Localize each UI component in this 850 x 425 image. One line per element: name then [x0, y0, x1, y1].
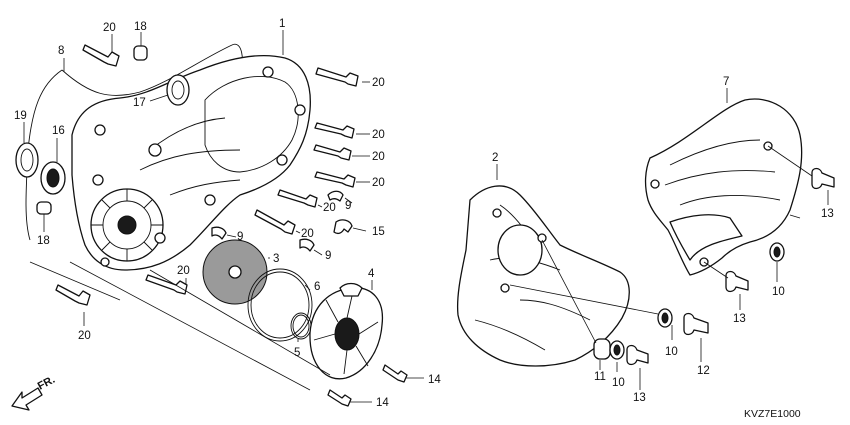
- o-ring-6: [247, 268, 313, 342]
- leader-lines-middle: [496, 164, 702, 390]
- grommet-10-lower-core: [613, 344, 621, 356]
- callout-4: 4: [368, 268, 375, 280]
- callout-9-c: 9: [325, 250, 331, 262]
- o-ring-6-inner: [250, 271, 310, 339]
- cover-bolt-bosses: [92, 66, 306, 267]
- callout-18-a: 18: [134, 21, 147, 33]
- upper-cover-7-bracket: [669, 214, 743, 261]
- rear-cover-2-hole-b: [537, 233, 547, 243]
- filter-cover-4-spokes: [313, 295, 379, 375]
- callout-5: 5: [294, 347, 300, 359]
- callout-11: 11: [594, 371, 606, 383]
- rear-cover-2: [456, 185, 630, 367]
- rear-cover-2-window: [497, 224, 543, 276]
- callout-14-a: 14: [428, 374, 441, 386]
- bearing-16-inner: [46, 168, 60, 188]
- callout-20-f: 20: [323, 202, 336, 214]
- leader-lines-right: [703, 88, 829, 310]
- callout-10-a: 10: [665, 346, 678, 358]
- callout-3: 3: [273, 253, 279, 265]
- clip-15: [333, 219, 353, 235]
- cover-inner-housing: [204, 75, 299, 173]
- callout-8: 8: [58, 45, 64, 57]
- front-direction-label: FR.: [36, 374, 57, 393]
- callout-18-b: 18: [37, 235, 50, 247]
- bolt-13-top: [811, 167, 835, 190]
- o-ring-5: [290, 312, 312, 340]
- callouts: 1 2 3 4 5 6 7 8 9 9 9 10 10 10 11 12 13 …: [14, 18, 834, 409]
- o-ring-5-inner: [292, 314, 310, 338]
- callout-20-e: 20: [372, 177, 385, 189]
- bolts-20: [55, 44, 359, 306]
- callout-20-g: 20: [301, 228, 314, 240]
- rear-cover-2-hole-a: [492, 208, 502, 218]
- callout-16: 16: [52, 125, 65, 137]
- callout-12: 12: [697, 365, 710, 377]
- callout-10-c: 10: [612, 377, 625, 389]
- cover-hub-inner: [117, 215, 137, 235]
- clips-9: [211, 190, 344, 252]
- oil-seal-19: [15, 142, 39, 178]
- dowel-pin-18-upper: [133, 45, 148, 61]
- upper-cover-7-ribs: [664, 139, 781, 206]
- callout-19: 19: [14, 110, 27, 122]
- bolt-13-right: [725, 270, 749, 293]
- bolts-14: [327, 364, 408, 407]
- grommet-10-upper-core: [661, 312, 669, 324]
- collar-11: [593, 338, 611, 360]
- callout-2: 2: [492, 152, 498, 164]
- callout-6: 6: [314, 281, 320, 293]
- callout-10-b: 10: [772, 286, 785, 298]
- callout-20-i: 20: [78, 330, 91, 342]
- callout-20-h: 20: [177, 265, 190, 277]
- filter-cover-4-tab: [339, 282, 363, 297]
- oil-seal-19-inner: [20, 148, 34, 172]
- oil-filter-screen-3-center: [228, 265, 242, 279]
- callout-1: 1: [279, 18, 285, 30]
- upper-cover-7-hole-c: [650, 179, 660, 189]
- diagram-code: KVZ7E1000: [744, 408, 801, 420]
- cover-hub-spokes: [91, 189, 163, 261]
- grommet-10-right-core: [773, 246, 781, 258]
- callout-14-b: 14: [376, 397, 389, 409]
- callout-20-c: 20: [372, 129, 385, 141]
- callout-15: 15: [372, 226, 385, 238]
- callout-13-b: 13: [733, 313, 746, 325]
- leader-lines-left: [23, 30, 424, 403]
- callout-9-b: 9: [237, 231, 243, 243]
- callout-20-d: 20: [372, 151, 385, 163]
- callout-20-b: 20: [372, 77, 385, 89]
- bolt-13-middle: [626, 344, 649, 366]
- callout-20-a: 20: [103, 22, 116, 34]
- callout-13-a: 13: [821, 208, 834, 220]
- dowel-pin-18-lower: [36, 201, 52, 215]
- oil-seal-17-inner: [171, 80, 185, 100]
- rear-cover-2-hole-c: [500, 283, 510, 293]
- front-direction-arrow: [11, 387, 43, 411]
- callout-17: 17: [133, 97, 146, 109]
- filter-cover-4-hub: [334, 317, 360, 351]
- callout-7: 7: [723, 76, 729, 88]
- oil-seal-17: [166, 74, 190, 106]
- callout-9-a: 9: [345, 200, 351, 212]
- bolt-12: [683, 312, 709, 336]
- callout-13-c: 13: [633, 392, 646, 404]
